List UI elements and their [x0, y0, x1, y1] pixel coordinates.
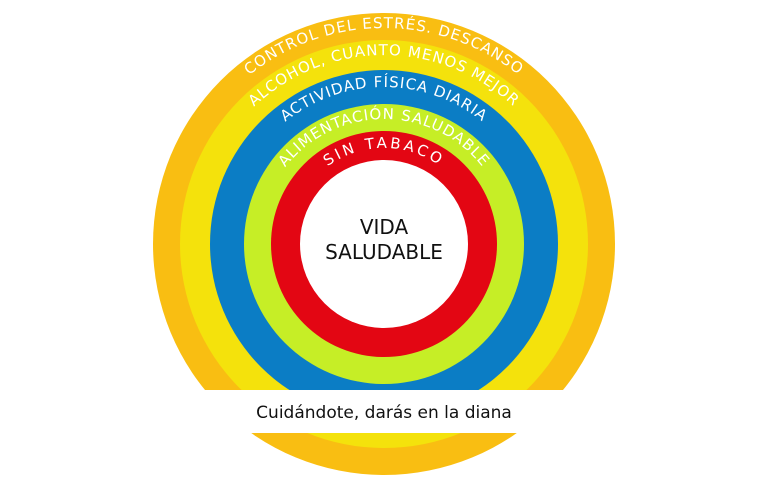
caption: Cuidándote, darás en la diana	[256, 403, 512, 423]
center-title-line2: SALUDABLE	[325, 240, 443, 264]
caption-band	[0, 390, 768, 433]
bullseye-center	[300, 160, 468, 328]
center-title-line1: VIDA	[360, 215, 409, 239]
